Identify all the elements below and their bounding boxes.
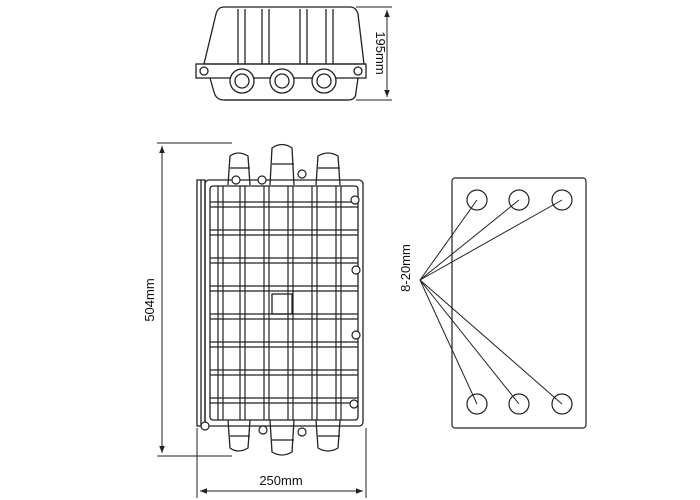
front-view-grid [210,186,358,420]
length-dimension-label: 504mm [142,278,157,321]
port-range-label: 8-20mm [398,244,413,292]
front-view-enclosure [196,143,364,456]
port-hole [508,189,530,211]
port-hole [508,393,530,415]
leader-line [419,199,563,281]
leader-line [419,279,563,405]
port-detail-holes [466,189,573,415]
length-dimension [157,142,232,457]
leader-line [419,199,478,281]
leader-line [419,279,520,405]
port-hole [551,189,573,211]
top-view-ports [229,68,337,94]
port-hole [551,393,573,415]
height-dimension [356,6,392,101]
width-dimension-label: 250mm [259,473,302,488]
port-detail-panel [451,177,587,429]
height-dimension-label: 195mm [373,31,388,74]
leader-line [419,279,478,405]
port-hole [466,393,488,415]
leader-line [419,199,520,281]
port-size-leaders [419,199,563,405]
width-dimension [196,428,367,498]
front-view-screws [200,169,361,437]
port-hole [466,189,488,211]
